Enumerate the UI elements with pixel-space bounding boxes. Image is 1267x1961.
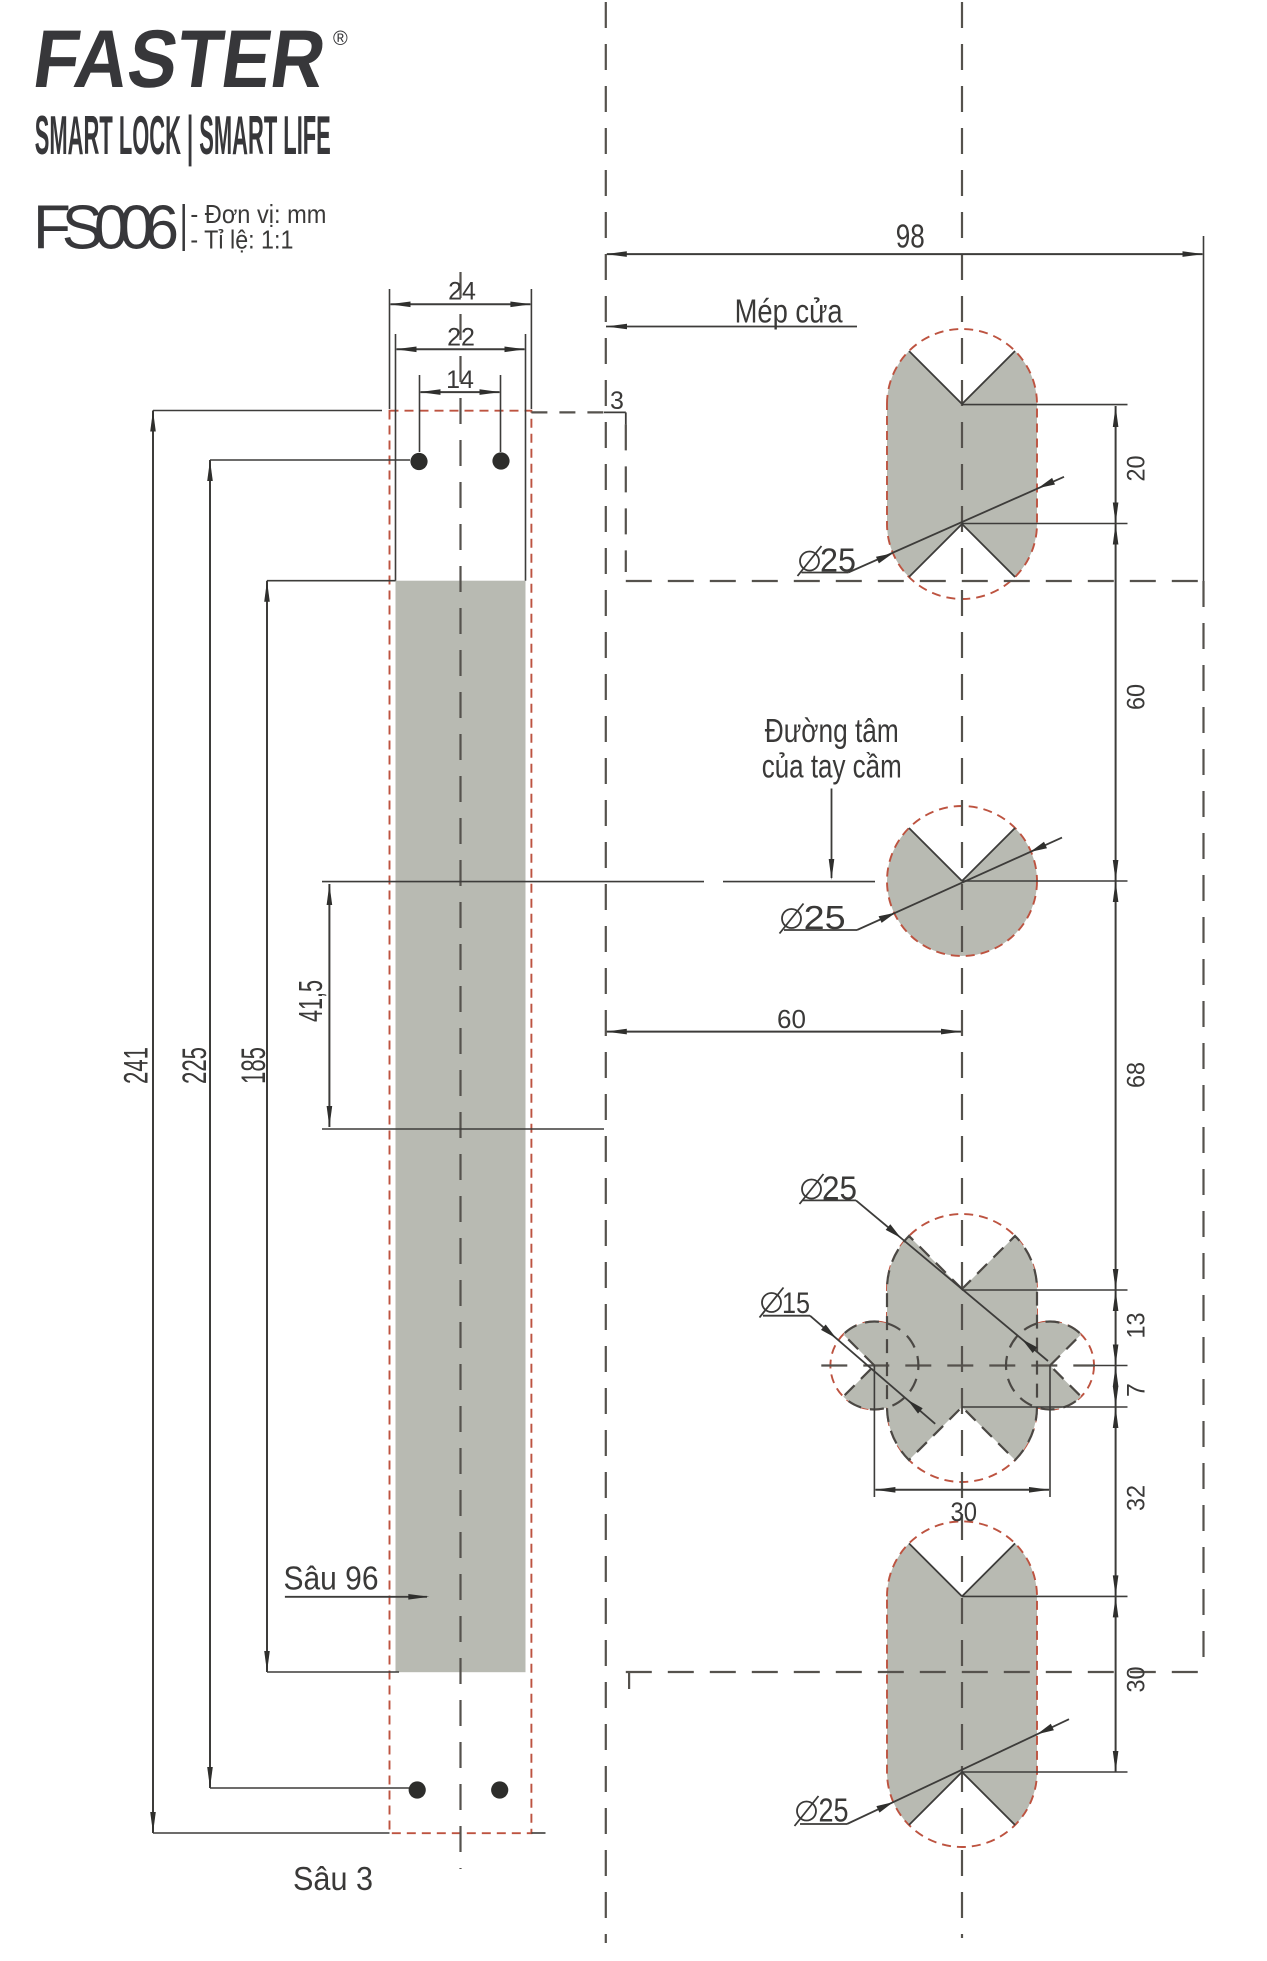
svg-text:13: 13 [1123, 1313, 1151, 1339]
svg-text:185: 185 [235, 1047, 273, 1084]
svg-text:- Đơn vị: mm: - Đơn vị: mm [190, 199, 326, 229]
svg-text:Sâu 3: Sâu 3 [293, 1860, 373, 1897]
svg-text:30: 30 [1123, 1667, 1151, 1693]
svg-text:- Tỉ lệ: 1:1: - Tỉ lệ: 1:1 [190, 224, 293, 254]
svg-text:41,5: 41,5 [292, 980, 329, 1022]
svg-text:60: 60 [777, 1004, 806, 1034]
svg-text:25: 25 [804, 899, 846, 936]
svg-text:®: ® [333, 28, 348, 50]
svg-text:20: 20 [1123, 456, 1151, 482]
svg-text:60: 60 [1123, 684, 1151, 710]
svg-text:SMART LOCK | SMART LIFE: SMART LOCK | SMART LIFE [35, 104, 331, 167]
svg-text:25: 25 [819, 1792, 849, 1829]
svg-text:3: 3 [610, 387, 624, 415]
svg-text:FS006: FS006 [33, 193, 179, 262]
svg-text:của tay cầm: của tay cầm [762, 748, 902, 785]
svg-text:15: 15 [782, 1287, 810, 1320]
svg-text:Đường tâm: Đường tâm [765, 712, 899, 749]
svg-text:225: 225 [176, 1047, 214, 1084]
svg-text:14: 14 [446, 366, 474, 394]
svg-text:Sâu 96: Sâu 96 [284, 1560, 379, 1597]
svg-text:25: 25 [820, 542, 856, 579]
svg-text:32: 32 [1123, 1485, 1151, 1511]
svg-text:98: 98 [896, 218, 925, 255]
svg-text:FASTER: FASTER [28, 13, 331, 105]
svg-text:Mép cửa: Mép cửa [735, 293, 844, 330]
svg-text:30: 30 [951, 1497, 978, 1527]
svg-text:68: 68 [1123, 1062, 1151, 1088]
svg-text:24: 24 [448, 277, 476, 305]
svg-text:25: 25 [822, 1170, 857, 1207]
svg-text:241: 241 [118, 1047, 156, 1084]
svg-text:22: 22 [447, 324, 475, 352]
svg-text:7: 7 [1123, 1383, 1151, 1397]
